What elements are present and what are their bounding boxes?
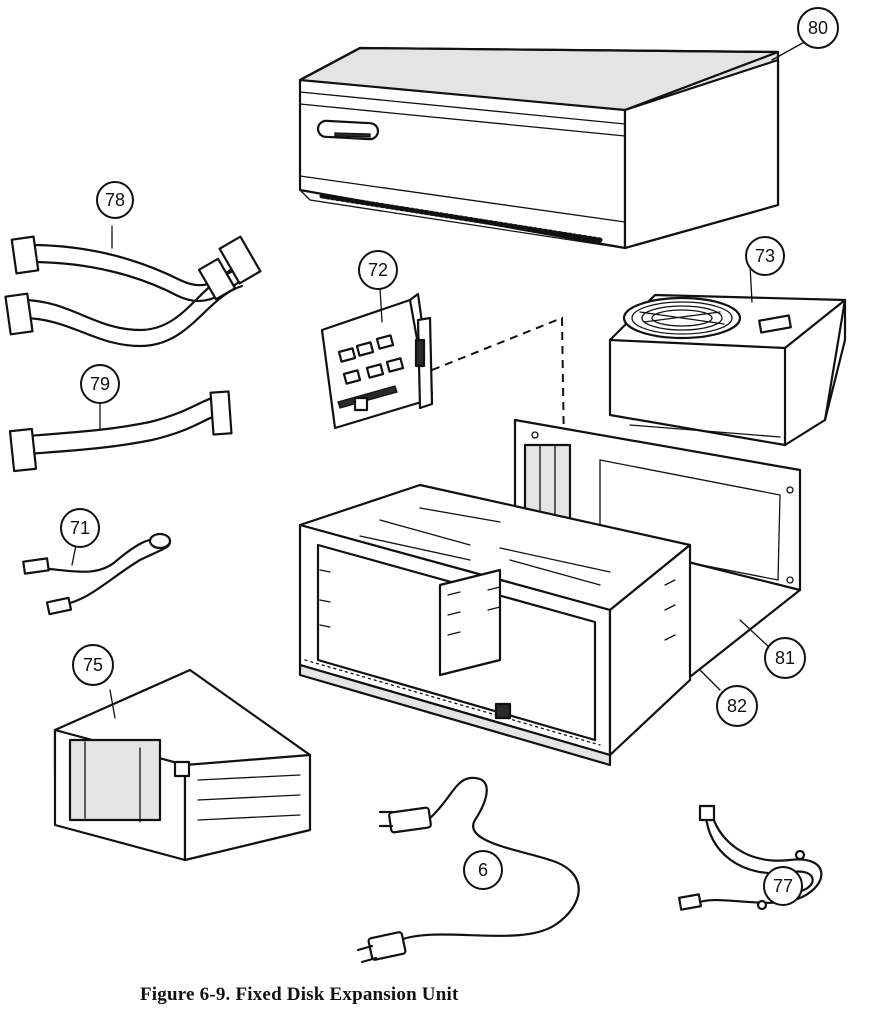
callout-71-label: 71 <box>70 518 90 538</box>
part-80-cover <box>298 46 780 250</box>
installation-guide-line <box>431 316 565 451</box>
callout-79-label: 79 <box>90 374 110 394</box>
part-82-chassis <box>298 483 721 767</box>
callout-77: 77 <box>763 866 803 906</box>
figure-caption: Figure 6-9. Fixed Disk Expansion Unit <box>140 984 459 1005</box>
callout-78: 78 <box>96 181 134 219</box>
callout-72: 72 <box>358 250 398 290</box>
callout-6: 6 <box>463 850 503 890</box>
callout-75: 75 <box>72 644 114 686</box>
callout-78-label: 78 <box>105 190 125 210</box>
callout-72-label: 72 <box>368 260 388 280</box>
callout-81-label: 81 <box>775 648 795 668</box>
part-73-power-supply <box>608 264 847 447</box>
part-72-controller-board <box>320 287 434 430</box>
part-75-fixed-disk-drive <box>53 668 312 862</box>
part-71-cable <box>22 532 172 616</box>
callout-81: 81 <box>764 637 806 679</box>
callout-73: 73 <box>745 236 785 276</box>
part-78-ribbon-cables <box>4 225 262 348</box>
callout-82-label: 82 <box>727 696 747 716</box>
part-77-harness <box>678 804 823 911</box>
callout-82: 82 <box>716 685 758 727</box>
callout-80-label: 80 <box>808 18 828 38</box>
callout-80: 80 <box>771 7 839 61</box>
callout-75-label: 75 <box>83 655 103 675</box>
part-6-power-cord <box>356 776 580 964</box>
part-79-ribbon-cable <box>8 390 233 473</box>
callout-77-label: 77 <box>773 876 793 896</box>
callout-6-label: 6 <box>478 860 488 880</box>
callout-73-label: 73 <box>755 246 775 266</box>
callout-79: 79 <box>80 364 120 404</box>
callout-71: 71 <box>60 508 100 566</box>
